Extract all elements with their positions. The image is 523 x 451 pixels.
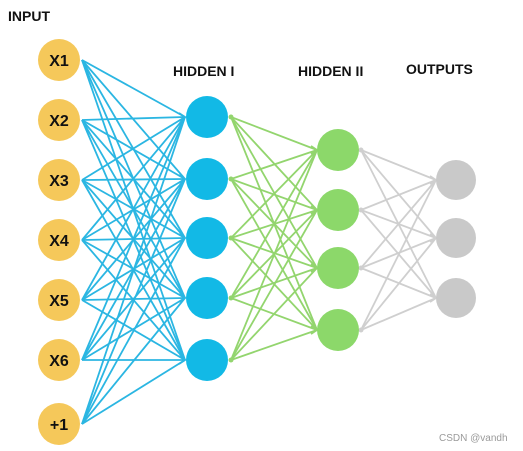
edge-h13-h2-1 — [230, 149, 318, 239]
edge-h24-out-3 — [360, 297, 437, 331]
input-node-7-label: +1 — [50, 417, 68, 434]
edge-input6-h1-4 — [81, 297, 186, 361]
outputs-layer-label: OUTPUTS — [406, 61, 473, 77]
hidden2-node-3 — [317, 247, 359, 289]
edge-input7-h1-2 — [81, 178, 186, 425]
edge-h15-h2-1 — [230, 149, 318, 361]
hidden2-layer-label: HIDDEN II — [298, 63, 363, 79]
input-node-5-label: X5 — [49, 293, 69, 310]
edge-start-dot-h2-2 — [358, 207, 364, 213]
input-node-3 — [38, 159, 80, 201]
output-node-2 — [436, 218, 476, 258]
input-node-4 — [38, 219, 80, 261]
edge-h14-h2-1 — [230, 149, 318, 299]
edge-start-dot-h2-4 — [358, 327, 364, 333]
input-node-7 — [38, 403, 80, 445]
edge-start-dot-h2-3 — [358, 265, 364, 271]
arrow-h1-3 — [178, 233, 187, 243]
edge-h12-h2-1 — [230, 149, 318, 180]
arrow-h1-1 — [178, 112, 187, 122]
input-node-6-label: X6 — [49, 353, 69, 370]
edge-h14-h2-3 — [230, 267, 318, 299]
edge-h22-out-1 — [360, 179, 437, 211]
edge-input7-h1-4 — [81, 297, 186, 425]
edge-start-dot-h2-1 — [358, 147, 364, 153]
edge-start-dot-h1-4 — [228, 295, 234, 301]
input-node-3-label: X3 — [49, 173, 69, 190]
hidden1-node-2 — [186, 158, 228, 200]
edge-input7-h1-3 — [81, 237, 186, 425]
arrow-h1-4 — [178, 293, 187, 303]
input-node-2 — [38, 99, 80, 141]
edge-start-dot-h1-1 — [228, 114, 234, 120]
edge-start-dot-h1-2 — [228, 176, 234, 182]
edge-input5-h1-1 — [81, 116, 186, 301]
edge-h15-h2-3 — [230, 267, 318, 361]
edge-input6-h1-1 — [81, 116, 186, 361]
edge-start-dot-h1-3 — [228, 235, 234, 241]
edge-h15-h2-4 — [230, 329, 318, 361]
input-node-6 — [38, 339, 80, 381]
edge-h15-h2-2 — [230, 209, 318, 361]
output-node-1 — [436, 160, 476, 200]
input-node-2-label: X2 — [49, 113, 69, 130]
input-layer-label: INPUT — [8, 8, 50, 24]
input-node-5 — [38, 279, 80, 321]
arrow-h1-5 — [178, 355, 187, 365]
input-node-1-label: X1 — [49, 53, 69, 70]
hidden1-node-3 — [186, 217, 228, 259]
hidden1-node-5 — [186, 339, 228, 381]
edge-h21-out-2 — [360, 149, 437, 239]
hidden1-node-4 — [186, 277, 228, 319]
edge-h11-h2-2 — [230, 116, 318, 211]
hidden2-node-1 — [317, 129, 359, 171]
output-node-3 — [436, 278, 476, 318]
watermark: CSDN @vandh — [439, 433, 508, 444]
edge-h11-h2-1 — [230, 116, 318, 151]
edge-h24-out-2 — [360, 237, 437, 331]
edge-input6-h1-3 — [81, 237, 186, 361]
arrow-h1-2 — [178, 174, 187, 184]
edge-h24-out-1 — [360, 179, 437, 331]
connection-edges — [81, 59, 438, 425]
edge-input2-h1-1 — [81, 116, 186, 121]
edge-input3-h1-1 — [81, 116, 186, 181]
edge-input1-h1-1 — [81, 59, 186, 118]
input-node-1 — [38, 39, 80, 81]
hidden2-node-4 — [317, 309, 359, 351]
edge-h11-h2-3 — [230, 116, 318, 269]
hidden1-layer-label: HIDDEN I — [173, 63, 234, 79]
hidden1-node-1 — [186, 96, 228, 138]
edge-h21-out-1 — [360, 149, 437, 181]
arrow-out-2 — [429, 233, 438, 243]
input-node-4-label: X4 — [49, 233, 69, 250]
edge-input4-h1-1 — [81, 116, 186, 241]
hidden2-node-2 — [317, 189, 359, 231]
edge-input7-h1-5 — [81, 359, 186, 425]
edge-input7-h1-1 — [81, 116, 186, 425]
edge-start-dot-h1-5 — [228, 357, 234, 363]
edge-h23-out-1 — [360, 179, 437, 269]
